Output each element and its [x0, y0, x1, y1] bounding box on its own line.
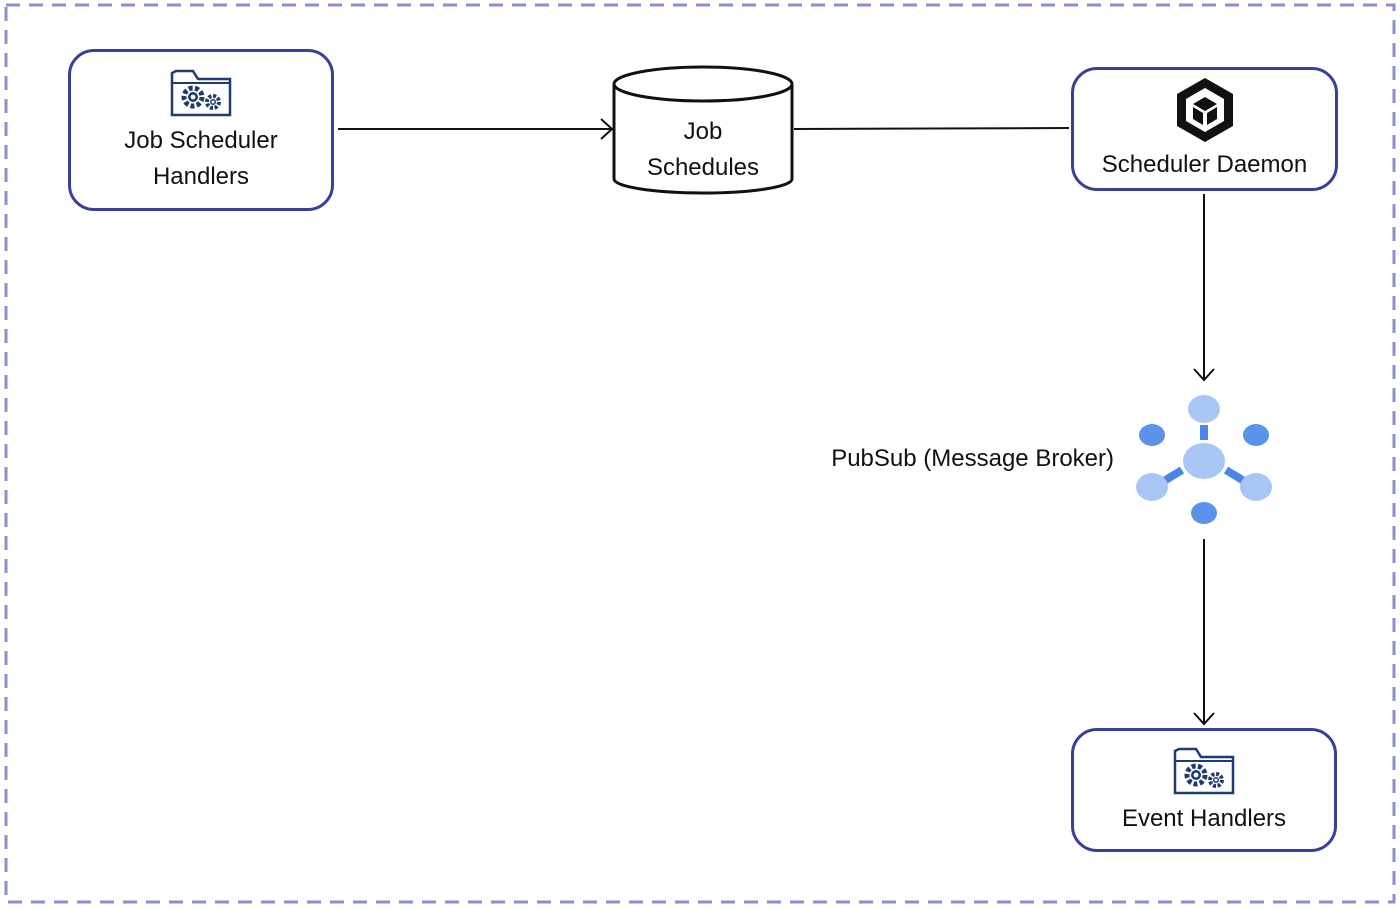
node-label: Scheduler Daemon — [1101, 151, 1308, 178]
hub-dot-bottom — [1191, 502, 1217, 524]
edge-handlers-to-schedules — [338, 118, 614, 140]
node-event-handlers[interactable]: Event Handlers — [1071, 728, 1337, 852]
hub-node-left — [1136, 473, 1168, 501]
edge-schedules-to-daemon — [793, 127, 1070, 130]
outer-dashed-frame — [4, 3, 1396, 904]
node-label: Job Scheduler Handlers — [124, 127, 278, 190]
hub-dot-top-left — [1139, 424, 1165, 446]
cube-hexagon-icon — [1176, 78, 1233, 142]
edge-daemon-to-pubsub — [1193, 194, 1215, 382]
database-cylinder-icon — [612, 65, 794, 195]
folder-gear-icon — [1173, 747, 1235, 795]
node-job-scheduler-handlers[interactable]: Job Scheduler Handlers — [68, 49, 334, 211]
hub-network-icon — [1136, 395, 1272, 524]
node-scheduler-daemon[interactable]: Scheduler Daemon — [1071, 67, 1338, 191]
folder-gear-icon — [170, 69, 232, 117]
node-label: Event Handlers — [1121, 805, 1287, 832]
hub-dot-top-right — [1243, 424, 1269, 446]
hub-node-right — [1240, 473, 1272, 501]
hub-node-center — [1183, 443, 1225, 479]
database-label: Job Schedules — [646, 118, 760, 181]
hub-node-top — [1188, 395, 1220, 423]
pubsub-label: PubSub (Message Broker) — [831, 445, 1114, 472]
edge-pubsub-to-event-handlers — [1193, 539, 1215, 726]
